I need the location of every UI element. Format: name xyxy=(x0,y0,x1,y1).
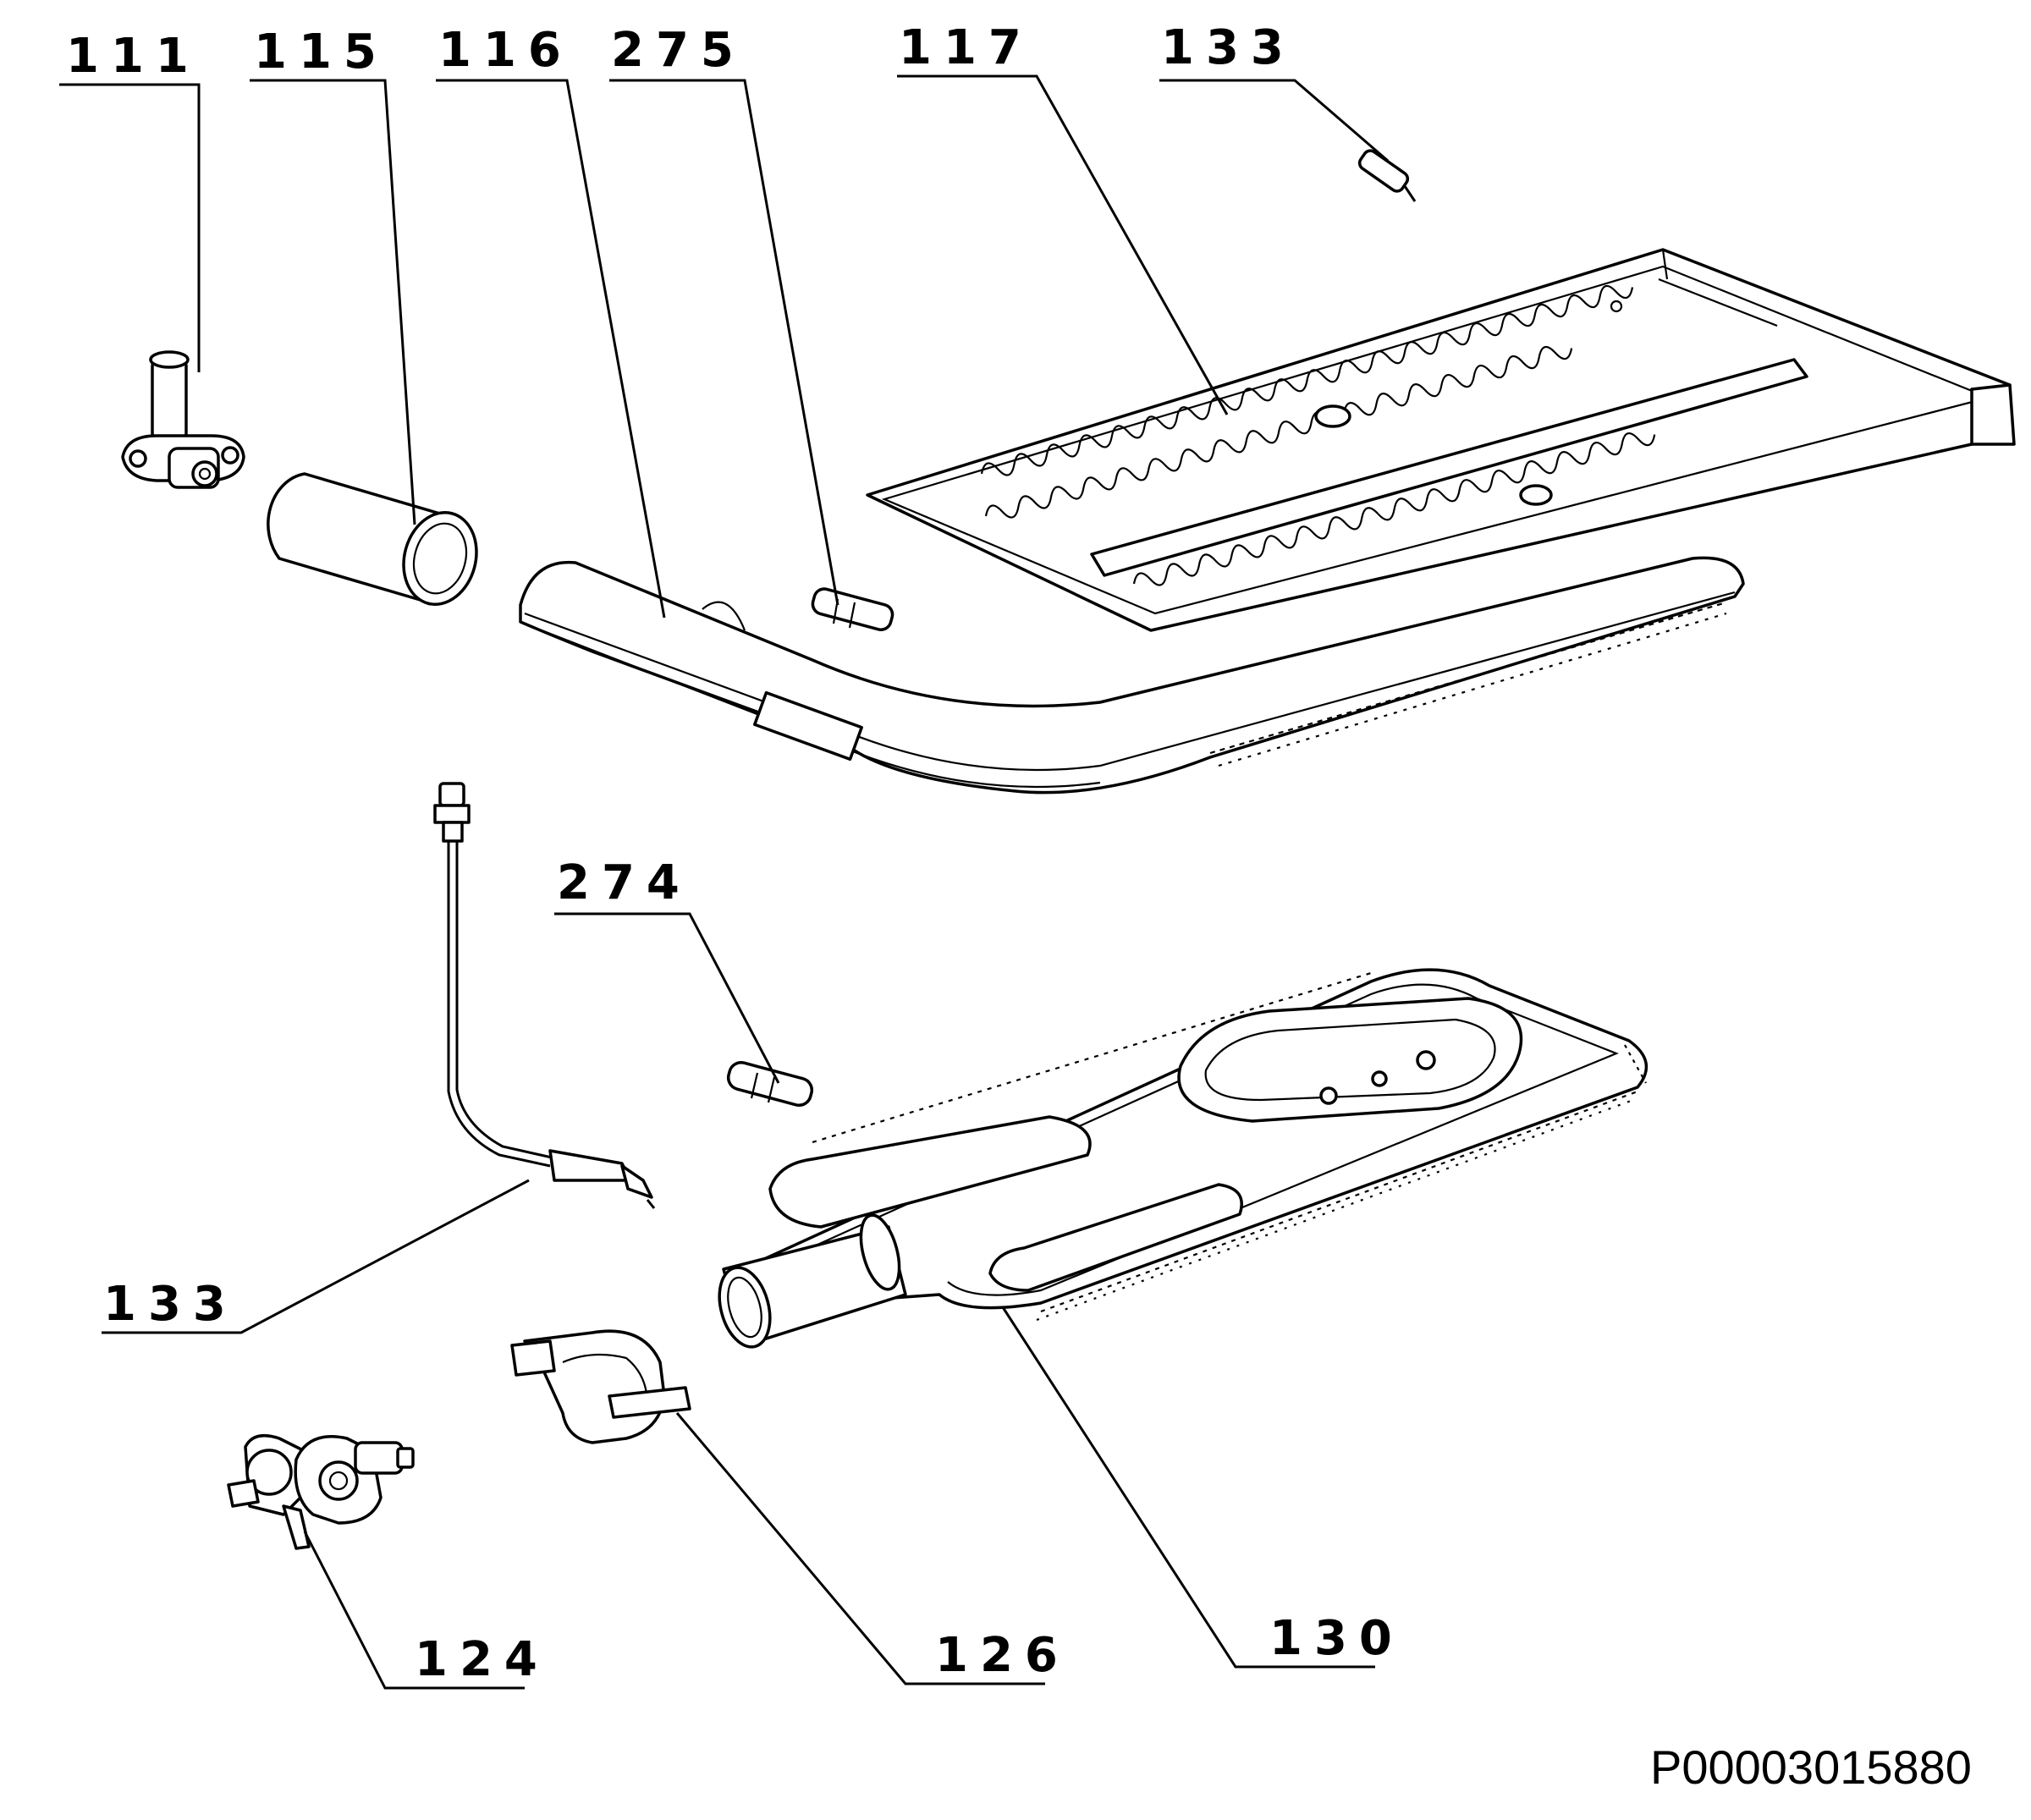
part-126-clamp xyxy=(510,1329,691,1444)
part-115-tube xyxy=(267,472,478,606)
callout-274: 274 xyxy=(557,855,691,910)
part-133-top-electrode xyxy=(1357,149,1417,202)
callout-275: 275 xyxy=(611,23,746,78)
part-116-curved-burner xyxy=(519,556,1745,795)
part-111-valve-fitting xyxy=(121,350,245,489)
drawing-code: P00003015880 xyxy=(1650,1740,1972,1794)
callout-126: 126 xyxy=(935,1628,1070,1683)
callout-116: 116 xyxy=(438,23,573,78)
part-133-thermocouple xyxy=(433,782,656,1209)
part-130-main-burner xyxy=(718,968,1648,1349)
part-275-injector xyxy=(811,587,894,631)
callout-115: 115 xyxy=(254,25,388,80)
callout-labels: 111 115 116 275 117 133 274 133 124 126 … xyxy=(66,20,1404,1687)
callout-130: 130 xyxy=(1269,1611,1404,1666)
part-274-injector xyxy=(726,1061,814,1107)
part-124-gas-valve xyxy=(227,1433,415,1550)
callout-133-top: 133 xyxy=(1161,20,1296,75)
part-117-grill-plate xyxy=(866,248,2016,632)
callout-117: 117 xyxy=(899,20,1033,75)
callout-124: 124 xyxy=(415,1632,549,1687)
callout-leaders xyxy=(59,74,1389,1690)
callout-133-left: 133 xyxy=(103,1277,238,1332)
callout-111: 111 xyxy=(66,29,201,84)
